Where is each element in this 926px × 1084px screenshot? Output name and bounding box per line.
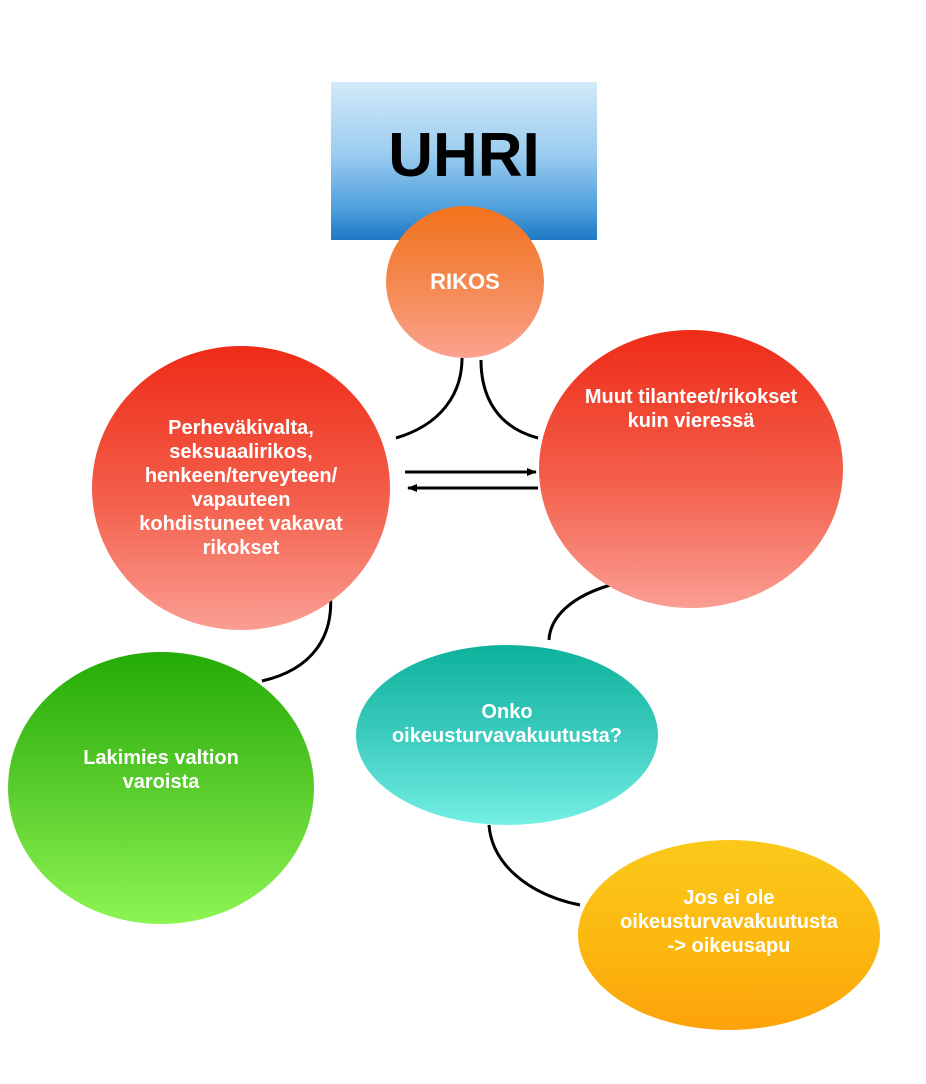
serious-crimes-label: Perheväkivalta, seksuaalirikos, henkeen/… bbox=[139, 417, 343, 559]
connector-crime-to-serious bbox=[395, 357, 464, 440]
crime-label: RIKOS bbox=[430, 269, 500, 294]
legal-aid-node: Jos ei ole oikeusturvavakuutusta -> oike… bbox=[578, 840, 880, 1030]
serious-crimes-node: Perheväkivalta, seksuaalirikos, henkeen/… bbox=[92, 346, 390, 630]
connector-insurance-to-legal-aid bbox=[487, 824, 581, 907]
insurance-question-label: Onko oikeusturvavakuutusta? bbox=[391, 701, 623, 747]
victim-title: UHRI bbox=[388, 121, 540, 190]
state-lawyer-label: Lakimies valtion varoista bbox=[83, 747, 239, 793]
other-crimes-node: Muut tilanteet/rikokset kuin vieressä bbox=[539, 330, 843, 608]
state-lawyer-node: Lakimies valtion varoista bbox=[8, 652, 314, 924]
crime-node: RIKOS bbox=[386, 206, 544, 358]
connector-other-to-insurance bbox=[547, 582, 615, 641]
insurance-question-node: Onko oikeusturvavakuutusta? bbox=[356, 645, 658, 825]
other-crimes-label: Muut tilanteet/rikokset kuin vieressä bbox=[584, 386, 798, 432]
legal-aid-label: Jos ei ole oikeusturvavakuutusta -> oike… bbox=[620, 887, 838, 957]
connector-crime-to-other bbox=[479, 359, 539, 440]
